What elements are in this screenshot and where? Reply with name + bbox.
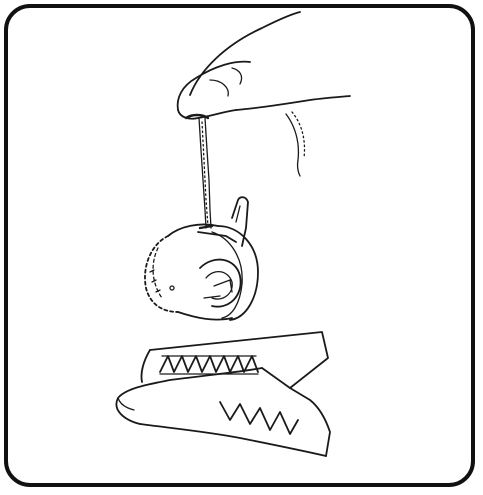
bobbin-case-icon <box>145 197 258 320</box>
fabric-icon <box>116 332 330 456</box>
hand-icon <box>178 12 350 176</box>
thread-icon <box>199 118 211 228</box>
